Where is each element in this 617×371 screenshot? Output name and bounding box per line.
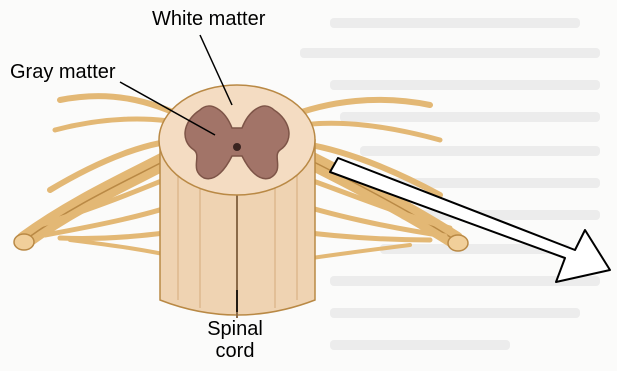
left-nerve-cut-end — [14, 234, 34, 250]
right-nerve-cut-end — [448, 235, 468, 251]
spinal-cord-label-line1: Spinal — [200, 318, 270, 340]
gray-matter-label: Gray matter — [10, 60, 116, 84]
white-matter-label: White matter — [152, 7, 265, 31]
spinal-cord-label: Spinal cord — [200, 318, 270, 362]
central-canal — [233, 143, 241, 151]
spinal-cord-label-line2: cord — [200, 340, 270, 362]
